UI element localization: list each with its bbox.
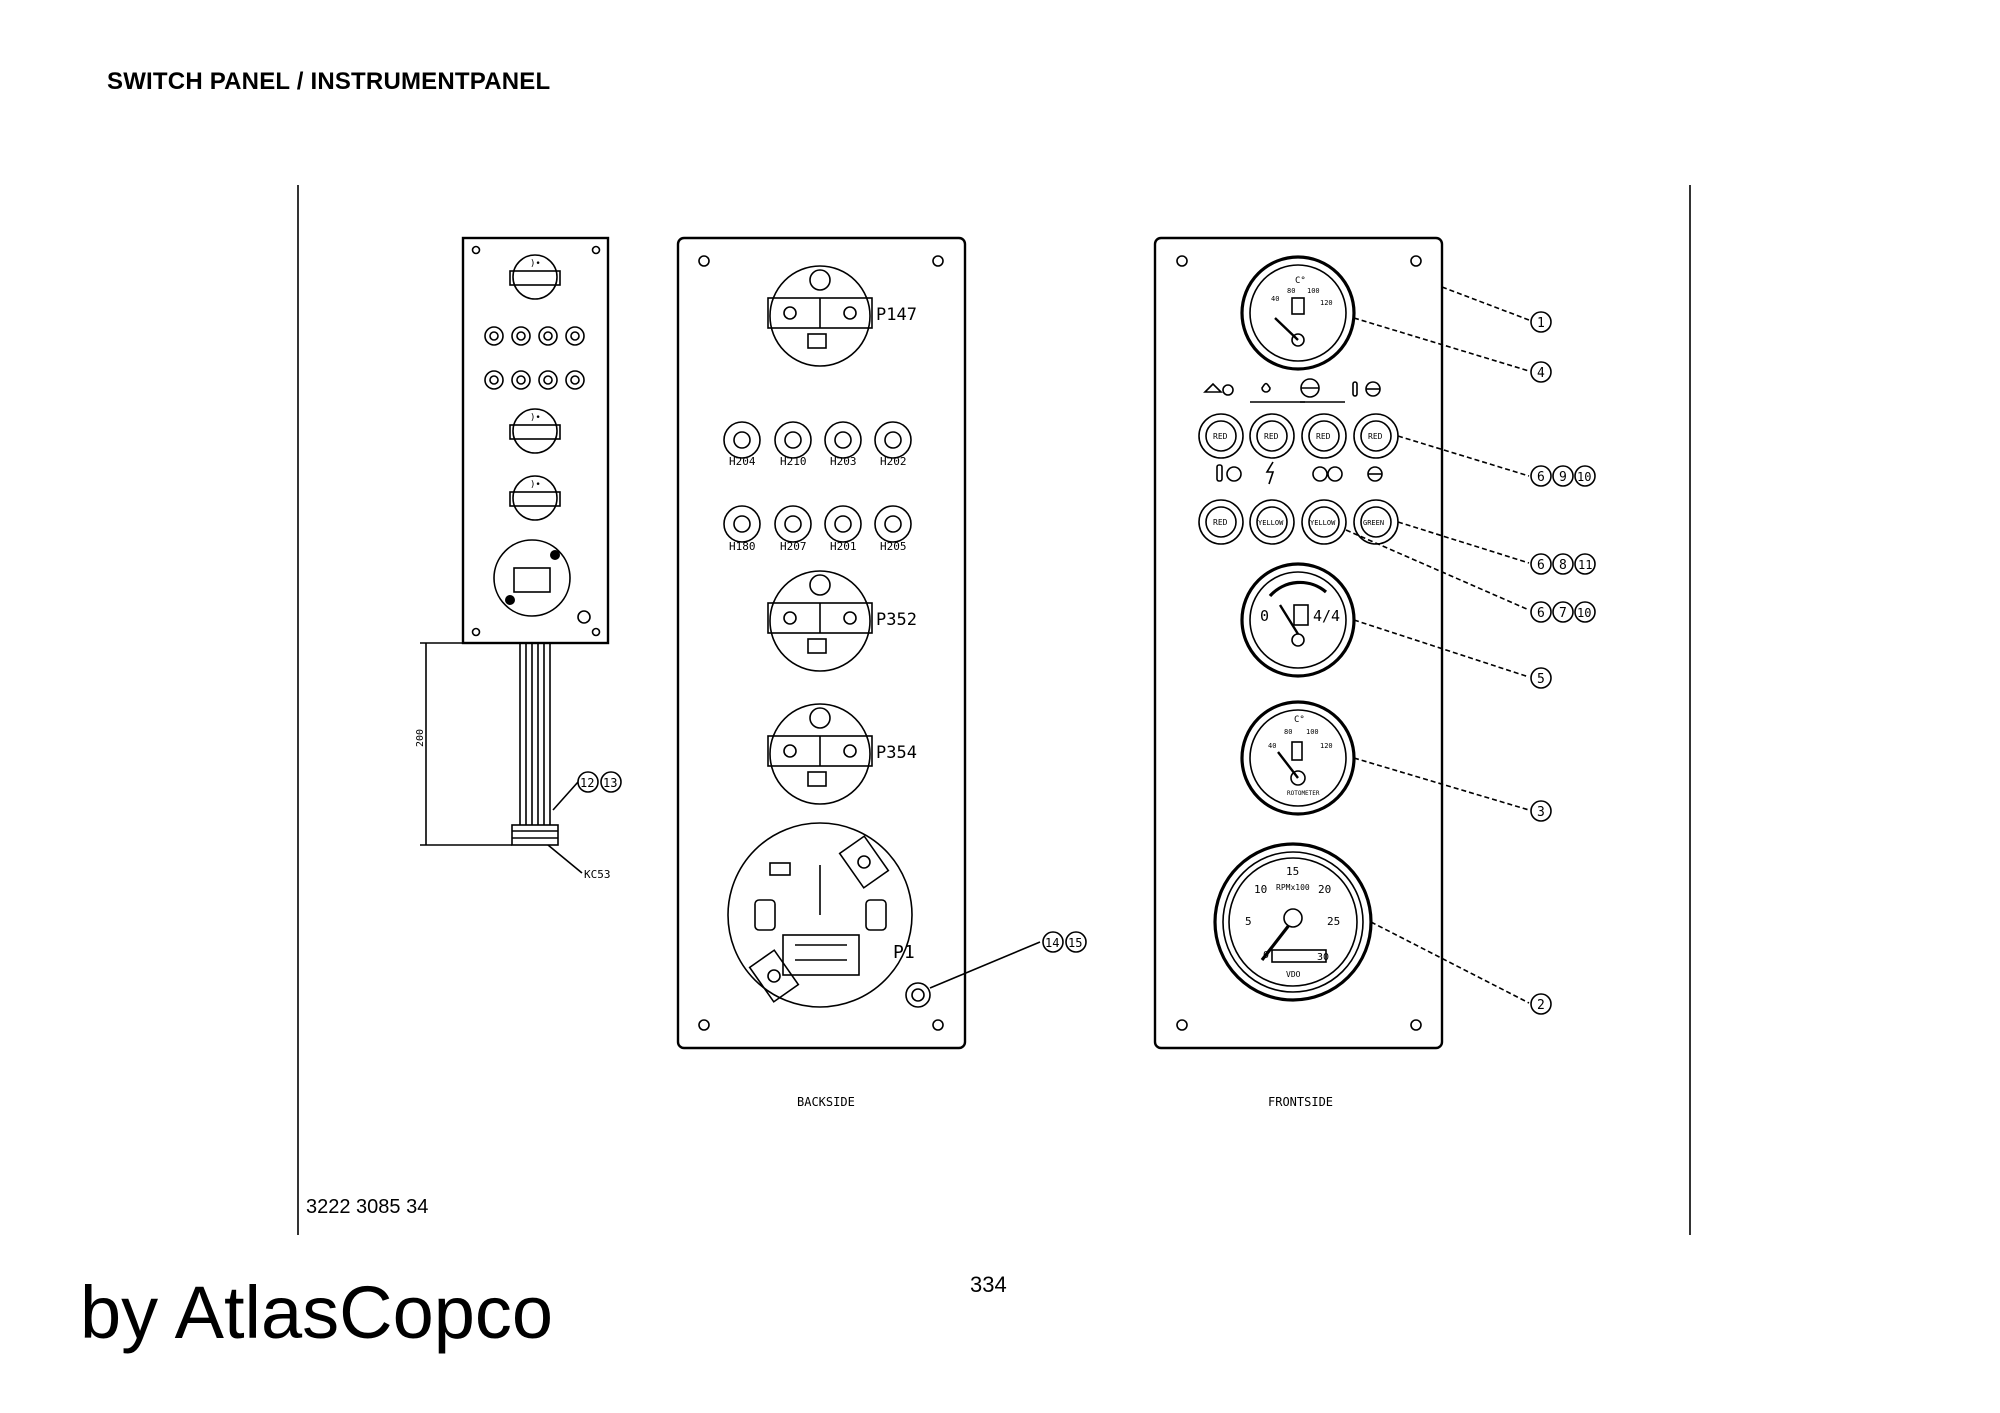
dimension-label: 200 [415,729,426,747]
callout-6-9-10: 6 9 10 [1530,465,1596,487]
svg-text:ROTOMETER: ROTOMETER [1287,790,1320,797]
svg-text:9: 9 [1559,470,1567,485]
lamp-color-r1-4: RED [1368,432,1383,441]
fuel-empty-label: 0 [1260,607,1269,625]
lamp-color-r1-1: RED [1213,432,1228,441]
callout-12-13: 12 13 [577,771,622,793]
svg-text:80: 80 [1287,287,1295,295]
tacho-tick-10: 10 [1254,883,1267,896]
svg-text:13: 13 [603,776,617,790]
callout-14-15: 14 15 [1042,931,1087,953]
svg-text:10: 10 [1577,606,1591,620]
lamp-label-h201: H201 [830,540,857,553]
tacho-tick-20: 20 [1318,883,1331,896]
tacho-tick-5: 5 [1245,915,1252,928]
svg-text:12: 12 [580,776,594,790]
gauge-label-p352: P352 [876,610,917,630]
page-title: SWITCH PANEL / INSTRUMENTPANEL [107,68,551,95]
tacho-unit-label: RPMx100 [1276,883,1310,892]
callout-2: 2 [1530,993,1552,1015]
lamp-color-r2-3: YELLOW [1310,519,1336,527]
gauge-label-p147: P147 [876,305,917,325]
svg-text:)•: )• [530,480,541,490]
lamp-label-h204: H204 [729,455,756,468]
callout-4: 4 [1530,361,1552,383]
tacho-tick-25: 25 [1327,915,1340,928]
temp-tick-2: 80 [1284,728,1292,736]
lamp-color-r2-2: YELLOW [1258,519,1284,527]
svg-text:7: 7 [1559,606,1567,621]
svg-text:)•: )• [530,259,541,269]
gauge-label-p354: P354 [876,743,917,763]
tacho-tick-0: 0 [1263,950,1269,961]
callout-3: 3 [1530,800,1552,822]
lamp-label-h207: H207 [780,540,807,553]
svg-text:120: 120 [1320,299,1333,307]
backside-panel [676,236,967,1050]
tacho-tick-30: 30 [1317,952,1329,963]
svg-text:5: 5 [1537,672,1545,687]
callout-6-8-11: 6 8 11 [1530,553,1596,575]
lamp-color-r2-1: RED [1213,518,1228,527]
lamp-color-r1-3: RED [1316,432,1331,441]
connector-label: KC53 [584,868,611,881]
temp-tick-3: 100 [1306,728,1319,736]
svg-text:6: 6 [1537,606,1545,621]
svg-text:6: 6 [1537,558,1545,573]
svg-text:3: 3 [1537,805,1545,820]
tacho-tick-15: 15 [1286,865,1299,878]
document-number: 3222 3085 34 [306,1196,429,1218]
svg-text:6: 6 [1537,470,1545,485]
svg-text:11: 11 [1578,558,1592,572]
view-label-frontside: FRONTSIDE [1268,1095,1333,1109]
lamp-label-h210: H210 [780,455,807,468]
callout-6-7-10: 6 7 10 [1530,601,1596,623]
svg-text:1: 1 [1537,316,1545,331]
brand-text: by AtlasCopco [80,1271,554,1354]
svg-text:2: 2 [1537,998,1545,1013]
lamp-label-h180: H180 [729,540,756,553]
svg-text:C°: C° [1295,276,1306,286]
svg-text:8: 8 [1559,558,1567,573]
temp-tick-4: 120 [1320,742,1333,750]
lamp-label-h205: H205 [880,540,907,553]
svg-text:14: 14 [1045,936,1059,950]
lamp-label-h203: H203 [830,455,857,468]
gauge-label-p1: P1 [893,942,915,963]
page-number: 334 [970,1272,1007,1297]
side-view-panel: )• )• )• 200 KC53 [415,236,611,881]
svg-text:100: 100 [1307,287,1320,295]
callout-5: 5 [1530,667,1552,689]
view-label-backside: BACKSIDE [797,1095,855,1109]
svg-text:40: 40 [1271,295,1279,303]
svg-text:15: 15 [1068,936,1082,950]
lamp-color-r1-2: RED [1264,432,1279,441]
temp-tick-1: 40 [1268,742,1276,750]
tacho-brand-label: VDO [1286,970,1301,979]
svg-text:4: 4 [1537,366,1545,381]
svg-text:10: 10 [1577,470,1591,484]
fuel-full-label: 4/4 [1313,607,1340,625]
callout-1: 1 [1530,311,1552,333]
lamp-color-r2-4: GREEN [1363,519,1384,527]
svg-text:)•: )• [530,413,541,423]
temp-unit-label: C° [1294,715,1305,725]
lamp-label-h202: H202 [880,455,907,468]
